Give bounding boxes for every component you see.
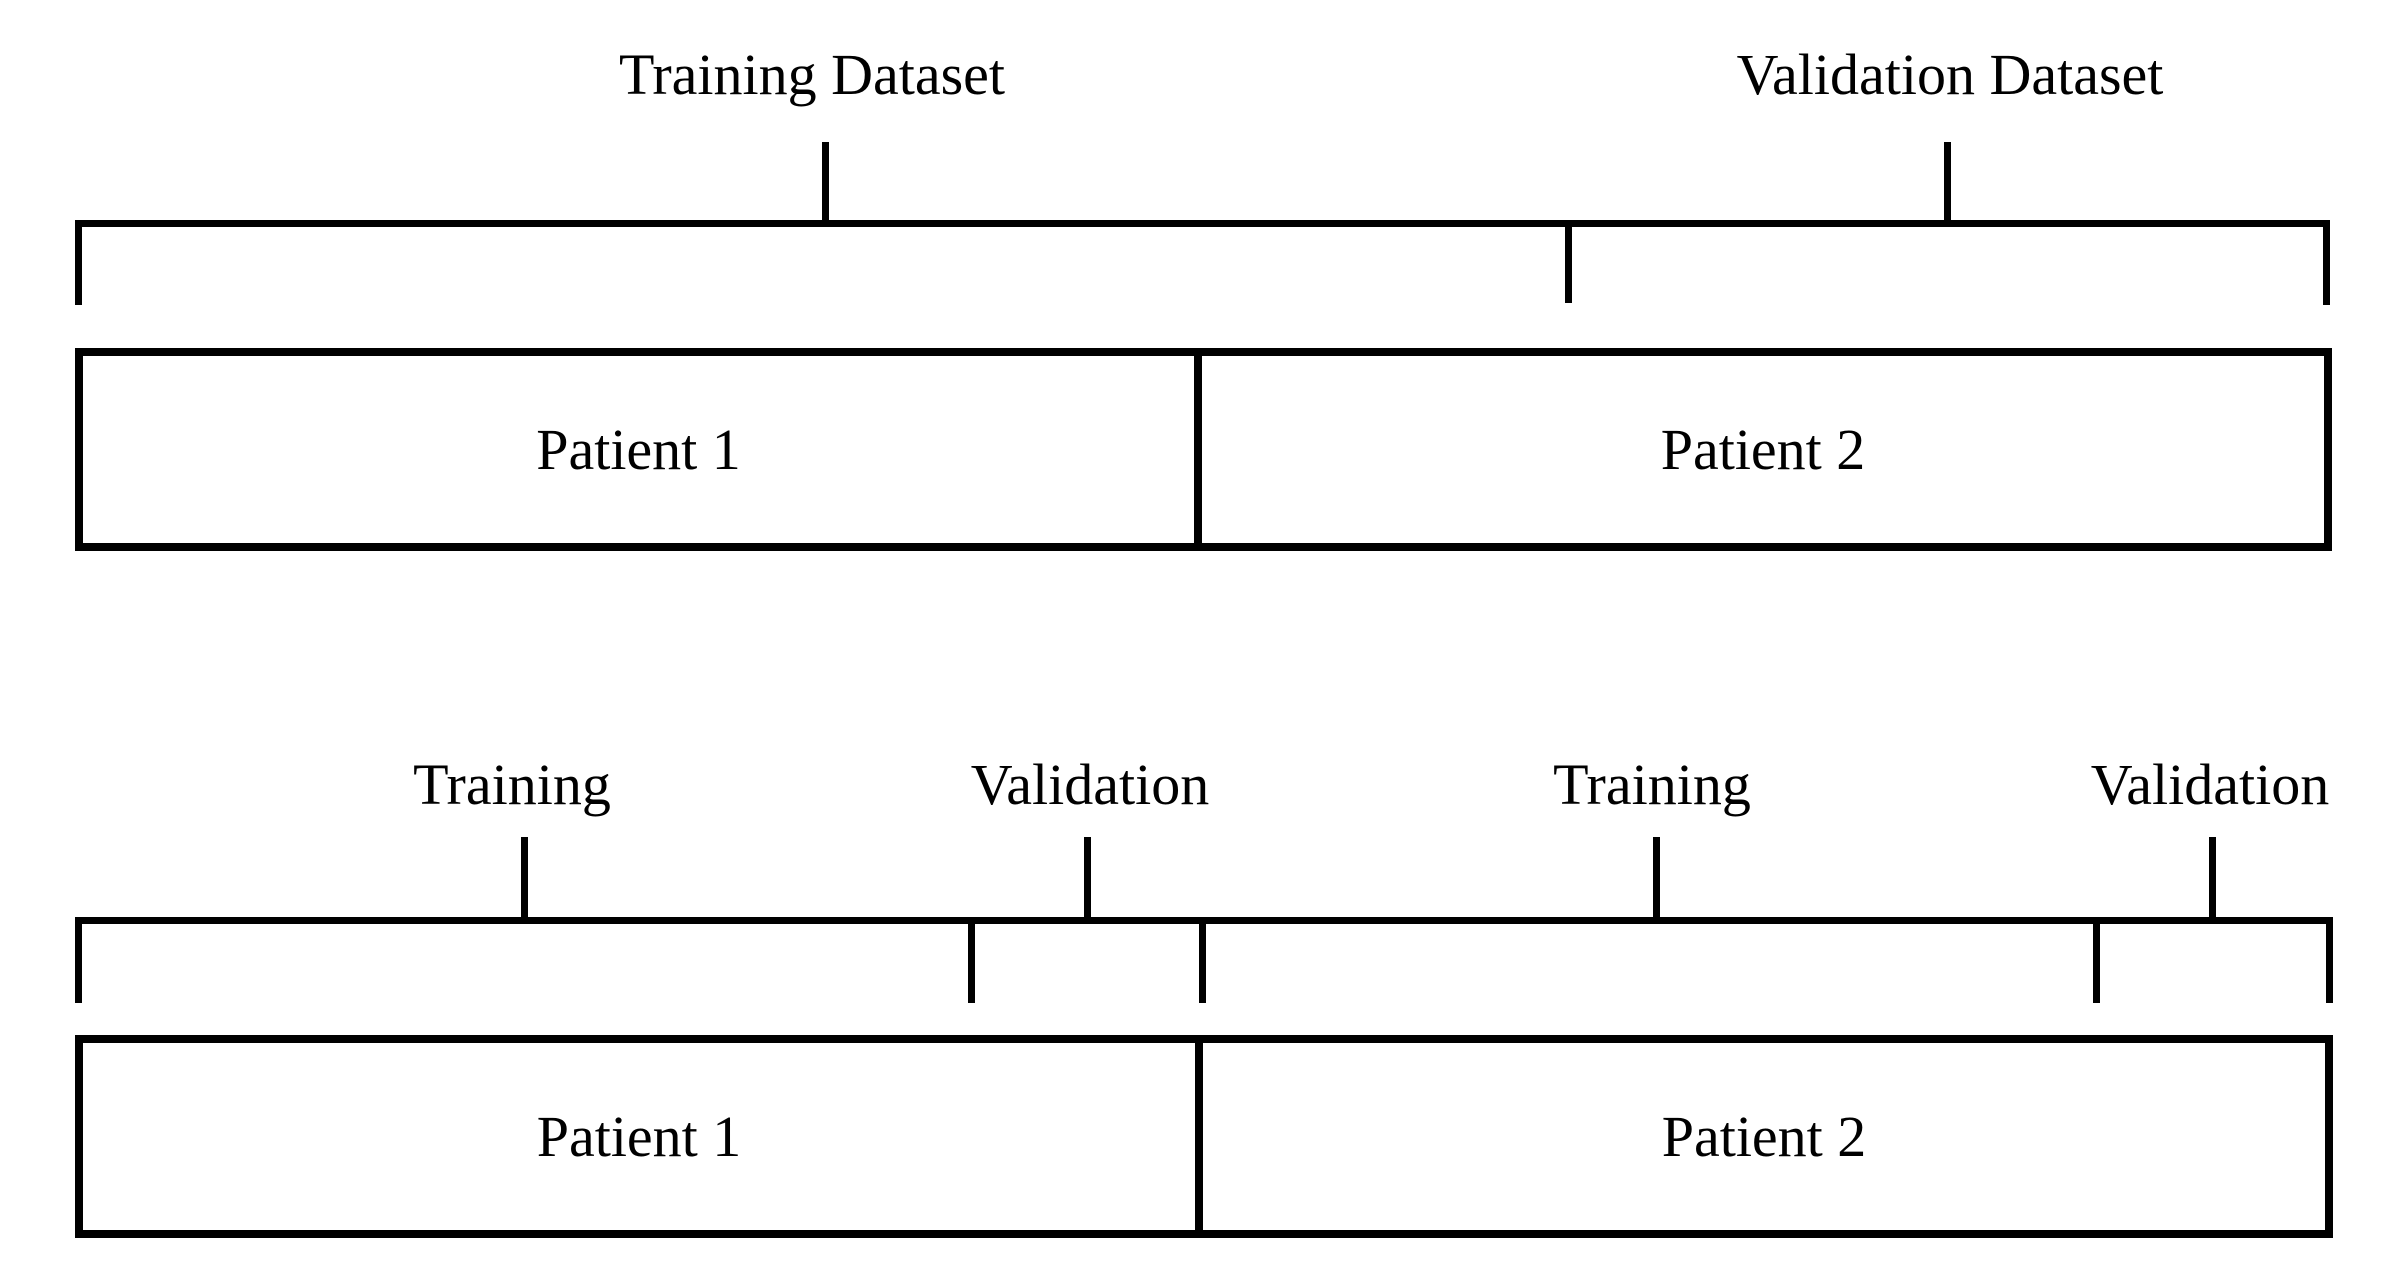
patient-2-box-bottom: Patient 2 [1203, 1035, 2333, 1238]
patient-1-box-top: Patient 1 [75, 348, 1202, 551]
training-dataset-tick [822, 142, 829, 220]
patient2-validation-tick [2209, 837, 2216, 917]
patient2-training-tick [1653, 837, 1660, 917]
bottom-bracket-left-end [75, 917, 82, 1003]
patient1-training-tick [521, 837, 528, 917]
patient1-training-label: Training [413, 752, 611, 817]
patient-1-label-top: Patient 1 [536, 416, 741, 482]
top-bracket-line [75, 220, 2330, 227]
top-bracket-left-end [75, 220, 82, 305]
training-dataset-label: Training Dataset [618, 42, 1006, 107]
patient2-split-divider [2093, 918, 2100, 1003]
validation-dataset-tick [1944, 142, 1951, 220]
patient-2-box-top: Patient 2 [1202, 348, 2332, 551]
patient1-validation-tick [1084, 837, 1091, 917]
patient-1-label-bottom: Patient 1 [536, 1103, 742, 1169]
patient-2-label-top: Patient 2 [1660, 416, 1866, 482]
top-bracket-split-divider [1565, 221, 1572, 303]
patient1-split-divider [968, 918, 975, 1003]
bottom-bracket-patient-divider [1199, 918, 1206, 1003]
top-bracket-right-end [2323, 220, 2330, 305]
validation-dataset-label: Validation Dataset [1736, 42, 2164, 107]
patient1-validation-label: Validation [970, 752, 1210, 817]
patient-2-label-bottom: Patient 2 [1661, 1103, 1867, 1169]
patient2-validation-label: Validation [2090, 752, 2330, 817]
patient-1-box-bottom: Patient 1 [75, 1035, 1203, 1238]
bottom-bracket-right-end [2326, 917, 2333, 1003]
patient2-training-label: Training [1553, 752, 1751, 817]
